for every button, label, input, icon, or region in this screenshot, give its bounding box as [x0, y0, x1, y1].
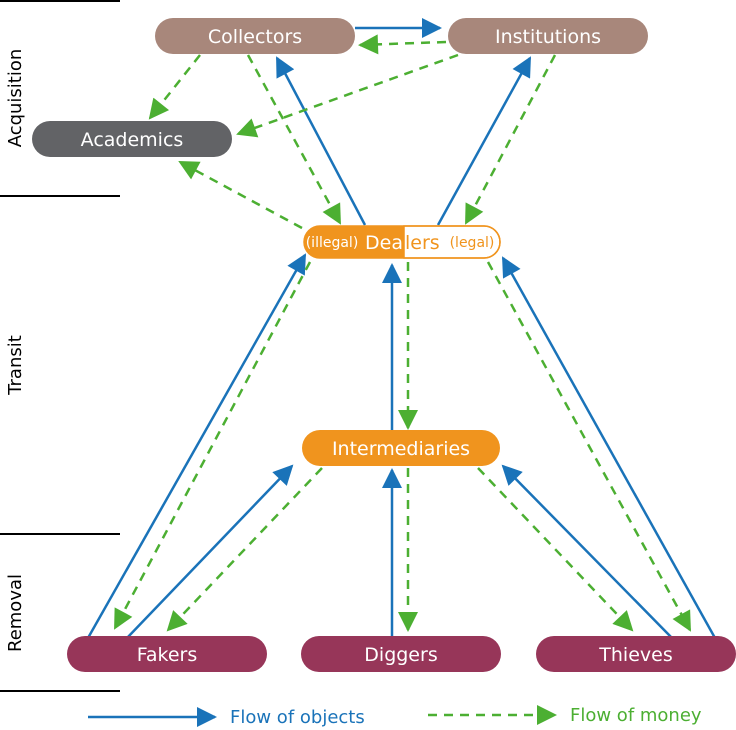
band-label-transit: Transit: [5, 335, 26, 396]
legend-money-label: Flow of money: [570, 705, 702, 726]
object-arrow-fakers-to-intermediaries: [126, 464, 294, 639]
node-intermediaries: Intermediaries: [302, 430, 500, 466]
node-institutions: Institutions: [448, 18, 648, 54]
node-academics: Academics: [32, 121, 232, 157]
node-collectors: Collectors: [155, 18, 355, 54]
money-arrow-institutions-to-collectors: [358, 34, 447, 55]
node-institutions-label: Institutions: [495, 26, 601, 48]
money-arrow-institutions-to-academics: [236, 53, 459, 138]
object-arrow-dealers-to-collectors: [275, 56, 367, 226]
node-fakers: Fakers: [67, 636, 267, 672]
money-arrow-dealers-to-academics: [178, 160, 303, 230]
money-arrow-collectors-to-dealers: [246, 54, 342, 225]
legend: Flow of objects Flow of money: [88, 705, 702, 728]
money-arrow-institutions-to-dealers: [464, 54, 557, 225]
node-collectors-label: Collectors: [208, 26, 302, 48]
node-thieves: Thieves: [536, 636, 736, 672]
node-dealers-main-left: Dea: [365, 232, 403, 254]
money-arrow-collectors-to-academics: [148, 54, 201, 120]
node-dealers-illegal-label: (illegal): [306, 235, 359, 251]
object-arrow-thieves-to-dealers: [501, 256, 717, 639]
node-dealers-illegal-half: [304, 226, 404, 258]
object-flow-arrows: [86, 18, 717, 639]
band-label-acquisition: Acquisition: [5, 49, 26, 148]
legend-objects-label: Flow of objects: [230, 707, 365, 728]
node-fakers-label: Fakers: [137, 644, 198, 666]
money-flow-arrows: [113, 34, 692, 632]
money-arrow-intermediaries-to-thieves: [477, 467, 634, 632]
node-diggers-label: Diggers: [364, 644, 437, 666]
node-thieves-label: Thieves: [598, 644, 672, 666]
node-dealers: (illegal) Dea lers (legal): [303, 225, 501, 259]
object-arrow-dealers-to-institutions: [436, 56, 532, 226]
band-label-removal: Removal: [5, 574, 26, 652]
node-dealers-legal-label: (legal): [450, 235, 495, 251]
money-arrow-dealers-to-fakers: [113, 261, 312, 630]
node-intermediaries-label: Intermediaries: [332, 438, 470, 460]
money-arrow-dealers-to-thieves: [486, 261, 692, 632]
node-diggers: Diggers: [301, 636, 501, 672]
node-dealers-main-right: lers: [405, 232, 440, 254]
node-academics-label: Academics: [81, 129, 184, 151]
band-separators: [0, 0, 120, 692]
object-arrow-fakers-to-dealers: [86, 253, 307, 639]
money-arrow-intermediaries-to-fakers: [166, 467, 323, 632]
object-arrow-thieves-to-intermediaries: [501, 464, 673, 639]
